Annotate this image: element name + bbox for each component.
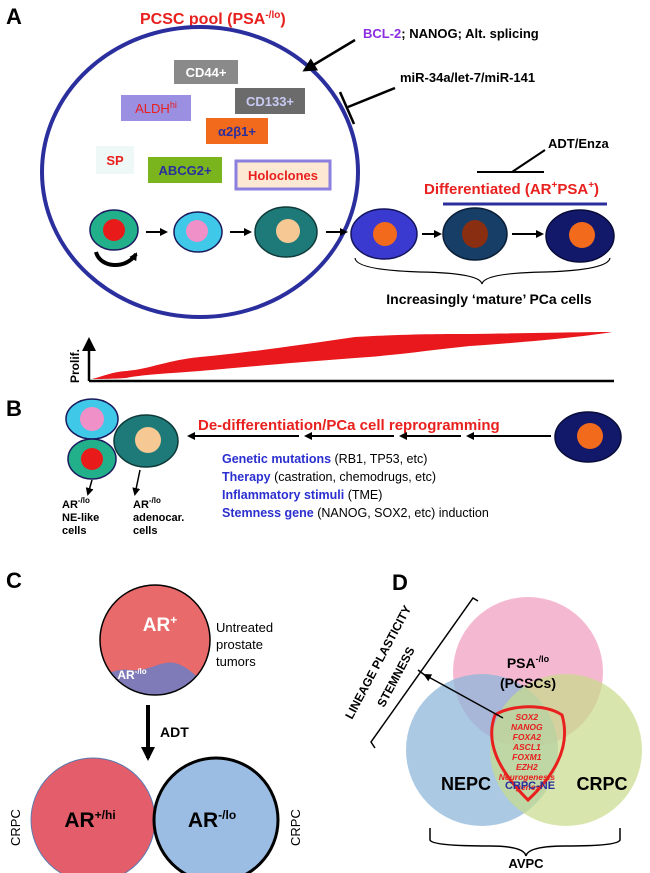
psa-pcsc-label: PSA-/lo — [507, 654, 550, 671]
svg-text:CD44+: CD44+ — [186, 65, 227, 80]
marker-cd133: CD133+ — [235, 88, 305, 114]
factor-therapy: Therapy (castration, chemodrugs, etc) — [222, 470, 436, 484]
gene-list: SOX2 NANOG FOXA2 ASCL1 FOXM1 EZH2 Neurog… — [499, 712, 558, 792]
adeno-arrow — [132, 469, 141, 496]
prolif-curve — [92, 332, 612, 379]
svg-text:SP: SP — [106, 153, 124, 168]
prolif-label: Prolif. — [68, 349, 82, 383]
ne-arrow — [85, 479, 94, 496]
marker-sp: SP — [96, 146, 134, 174]
lineage-bracket — [370, 596, 479, 749]
triple-overlap — [490, 705, 567, 803]
activation-arrow — [302, 38, 356, 72]
regulators-label: BCL-2; NANOG; Alt. splicing — [363, 26, 539, 41]
cell-stem-1 — [89, 209, 139, 251]
pcscs-label: (PCSCs) — [500, 675, 556, 691]
crpc-right-label: CRPC — [288, 809, 303, 846]
untreated-tumor — [99, 584, 211, 696]
inhibition-line — [347, 86, 396, 109]
mature-brace — [354, 257, 611, 285]
venn-crpc — [490, 674, 642, 826]
ne-cell-label: AR-/lo NE-like cells — [62, 494, 102, 537]
panel-label-b: B — [6, 396, 22, 421]
cell-mature-3 — [545, 209, 615, 263]
ar-positive-label: AR+ — [143, 613, 177, 636]
avpc-brace — [429, 828, 621, 857]
pcsc-pool-circle — [40, 25, 360, 319]
cell-progenitor — [254, 206, 318, 258]
cell-stem-2 — [173, 211, 223, 253]
crpc-ne-label: CRPC-NE — [505, 780, 555, 792]
marker-aldh: ALDHhi — [121, 95, 191, 121]
mature-cell-b — [554, 411, 622, 463]
adeno-cell-label: AR-/lo adenocar. cells — [133, 494, 187, 537]
cell-mature-2 — [442, 207, 508, 261]
adt-enza-label: ADT/Enza — [548, 136, 609, 151]
svg-text:α2β1+: α2β1+ — [218, 124, 256, 139]
pcsc-pool-title: PCSC pool (PSA-/lo) — [140, 10, 286, 28]
marker-abcg2: ABCG2+ — [148, 157, 222, 183]
crpc-ar-low — [152, 756, 280, 873]
panel-label-c: C — [6, 568, 22, 593]
marker-holoclones: Holoclones — [234, 159, 332, 191]
marker-cd44: CD44+ — [174, 60, 238, 84]
adt-label: ADT — [160, 724, 189, 740]
ar-high-label: AR+/hi — [64, 808, 115, 832]
svg-text:ABCG2+: ABCG2+ — [158, 163, 212, 178]
svg-text:Holoclones: Holoclones — [248, 168, 318, 183]
self-renewal-arrow — [94, 251, 138, 267]
reprogrammed-cells — [65, 398, 179, 480]
reprogramming-title: De-differentiation/PCa cell reprogrammin… — [198, 417, 500, 434]
factor-stemness: Stemness gene (NANOG, SOX2, etc) inducti… — [222, 506, 489, 520]
untreated-label: Untreated prostate tumors — [216, 620, 277, 669]
ar-low-crpc-label: AR-/lo — [188, 808, 236, 832]
factor-inflammatory: Inflammatory stimuli (TME) — [222, 488, 382, 502]
avpc-label: AVPC — [508, 856, 544, 871]
inhibition-bar — [338, 91, 356, 125]
panel-label-a: A — [6, 4, 22, 29]
mirna-label: miR-34a/let-7/miR-141 — [400, 70, 535, 85]
venn-diagram — [406, 597, 642, 826]
differentiated-label: Differentiated (AR+PSA+) — [424, 180, 599, 198]
marker-a2b1: α2β1+ — [206, 118, 268, 144]
mature-label: Increasingly ‘mature’ PCa cells — [386, 291, 592, 307]
ar-low-label: AR-/lo — [117, 667, 146, 682]
nepc-label: NEPC — [441, 774, 491, 794]
factor-genetic: Genetic mutations (RB1, TP53, etc) — [222, 452, 427, 466]
panel-label-d: D — [392, 570, 408, 595]
gene-pointer-arrow — [423, 674, 504, 719]
crpc-left-label: CRPC — [8, 809, 23, 846]
crpc-label: CRPC — [576, 774, 627, 794]
svg-text:ALDHhi: ALDHhi — [135, 100, 177, 116]
cell-mature-1 — [350, 208, 418, 260]
adt-enza-line — [511, 149, 546, 173]
svg-text:CD133+: CD133+ — [246, 94, 294, 109]
